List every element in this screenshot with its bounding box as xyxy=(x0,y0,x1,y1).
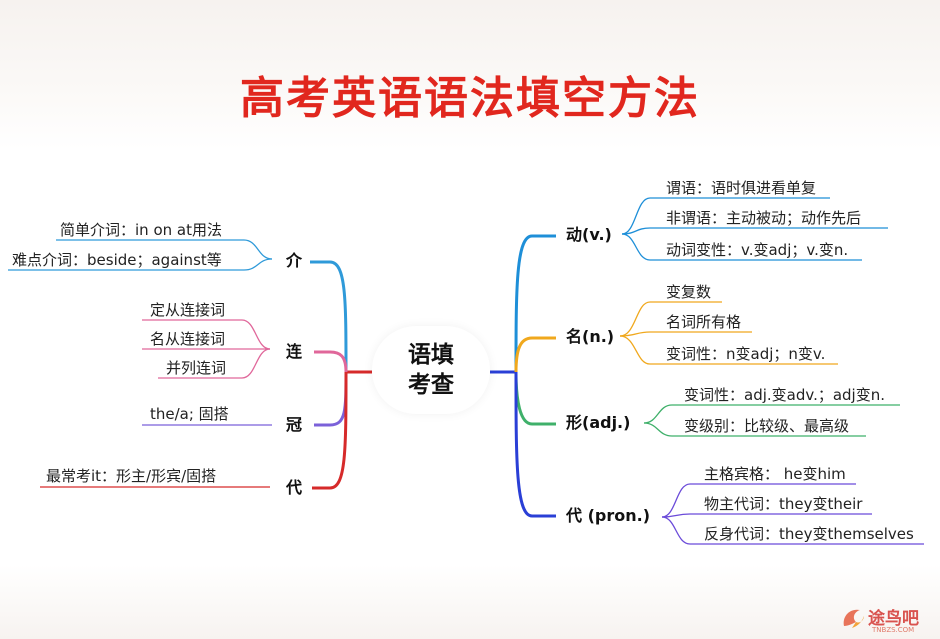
node-adjective: 形(adj.) xyxy=(566,412,630,434)
leaf-reflexive-pronoun: 反身代词：they变themselves xyxy=(704,524,914,544)
leaf-v-2 xyxy=(622,228,888,234)
leaf-predicate: 谓语：语时俱进看单复 xyxy=(666,178,816,198)
leaf-nominal-conj: 名从连接词 xyxy=(150,329,225,349)
trunk-adj xyxy=(516,372,556,424)
trunk-pron xyxy=(516,372,556,516)
leaf-n-2 xyxy=(620,332,752,336)
leaf-non-predicate: 非谓语：主动被动；动作先后 xyxy=(666,208,861,228)
leaf-comparison: 变级别：比较级、最高级 xyxy=(684,416,849,436)
leaf-coordinating-conj: 并列连词 xyxy=(166,358,226,378)
leaf-pron-2 xyxy=(662,514,872,517)
center-line-1: 语填 xyxy=(372,340,490,370)
leaf-simple-prepositions: 简单介词：in on at用法 xyxy=(60,220,222,240)
leaf-possessive: 名词所有格 xyxy=(666,312,741,332)
leaf-article-usage: the/a; 固搭 xyxy=(150,404,229,424)
leaf-it-usage: 最常考it：形主/形宾/固搭 xyxy=(46,466,216,486)
leaf-attributive-conj: 定从连接词 xyxy=(150,300,225,320)
trunk-dai xyxy=(312,372,346,488)
trunk-n xyxy=(516,338,556,372)
node-conjunction: 连 xyxy=(286,341,302,363)
center-node: 语填 考查 xyxy=(372,326,490,414)
node-pronoun-left: 代 xyxy=(286,477,302,499)
leaf-noun-conversion: 变词性：n变adj；n变v. xyxy=(666,344,825,364)
node-preposition: 介 xyxy=(286,250,302,272)
leaf-subject-object: 主格宾格： he变him xyxy=(704,464,846,484)
leaf-verb-conversion: 动词变性：v.变adj；v.变n. xyxy=(666,240,848,260)
node-pronoun-right: 代 (pron.) xyxy=(566,505,650,527)
leaf-adj-conversion: 变词性：adj.变adv.；adj变n. xyxy=(684,385,885,405)
node-article: 冠 xyxy=(286,414,302,436)
node-noun: 名(n.) xyxy=(566,326,614,348)
node-verb: 动(v.) xyxy=(566,224,612,246)
center-line-2: 考查 xyxy=(372,370,490,400)
watermark-url: TNBZS.COM xyxy=(872,626,914,634)
leaf-plural: 变复数 xyxy=(666,282,711,302)
leaf-hard-prepositions: 难点介词：beside；against等 xyxy=(12,250,222,270)
bird-logo-icon xyxy=(840,604,866,634)
trunk-v xyxy=(516,236,556,372)
trunk-lian xyxy=(314,352,346,372)
trunk-guan xyxy=(314,372,346,425)
leaf-possessive-pronoun: 物主代词：they变their xyxy=(704,494,862,514)
